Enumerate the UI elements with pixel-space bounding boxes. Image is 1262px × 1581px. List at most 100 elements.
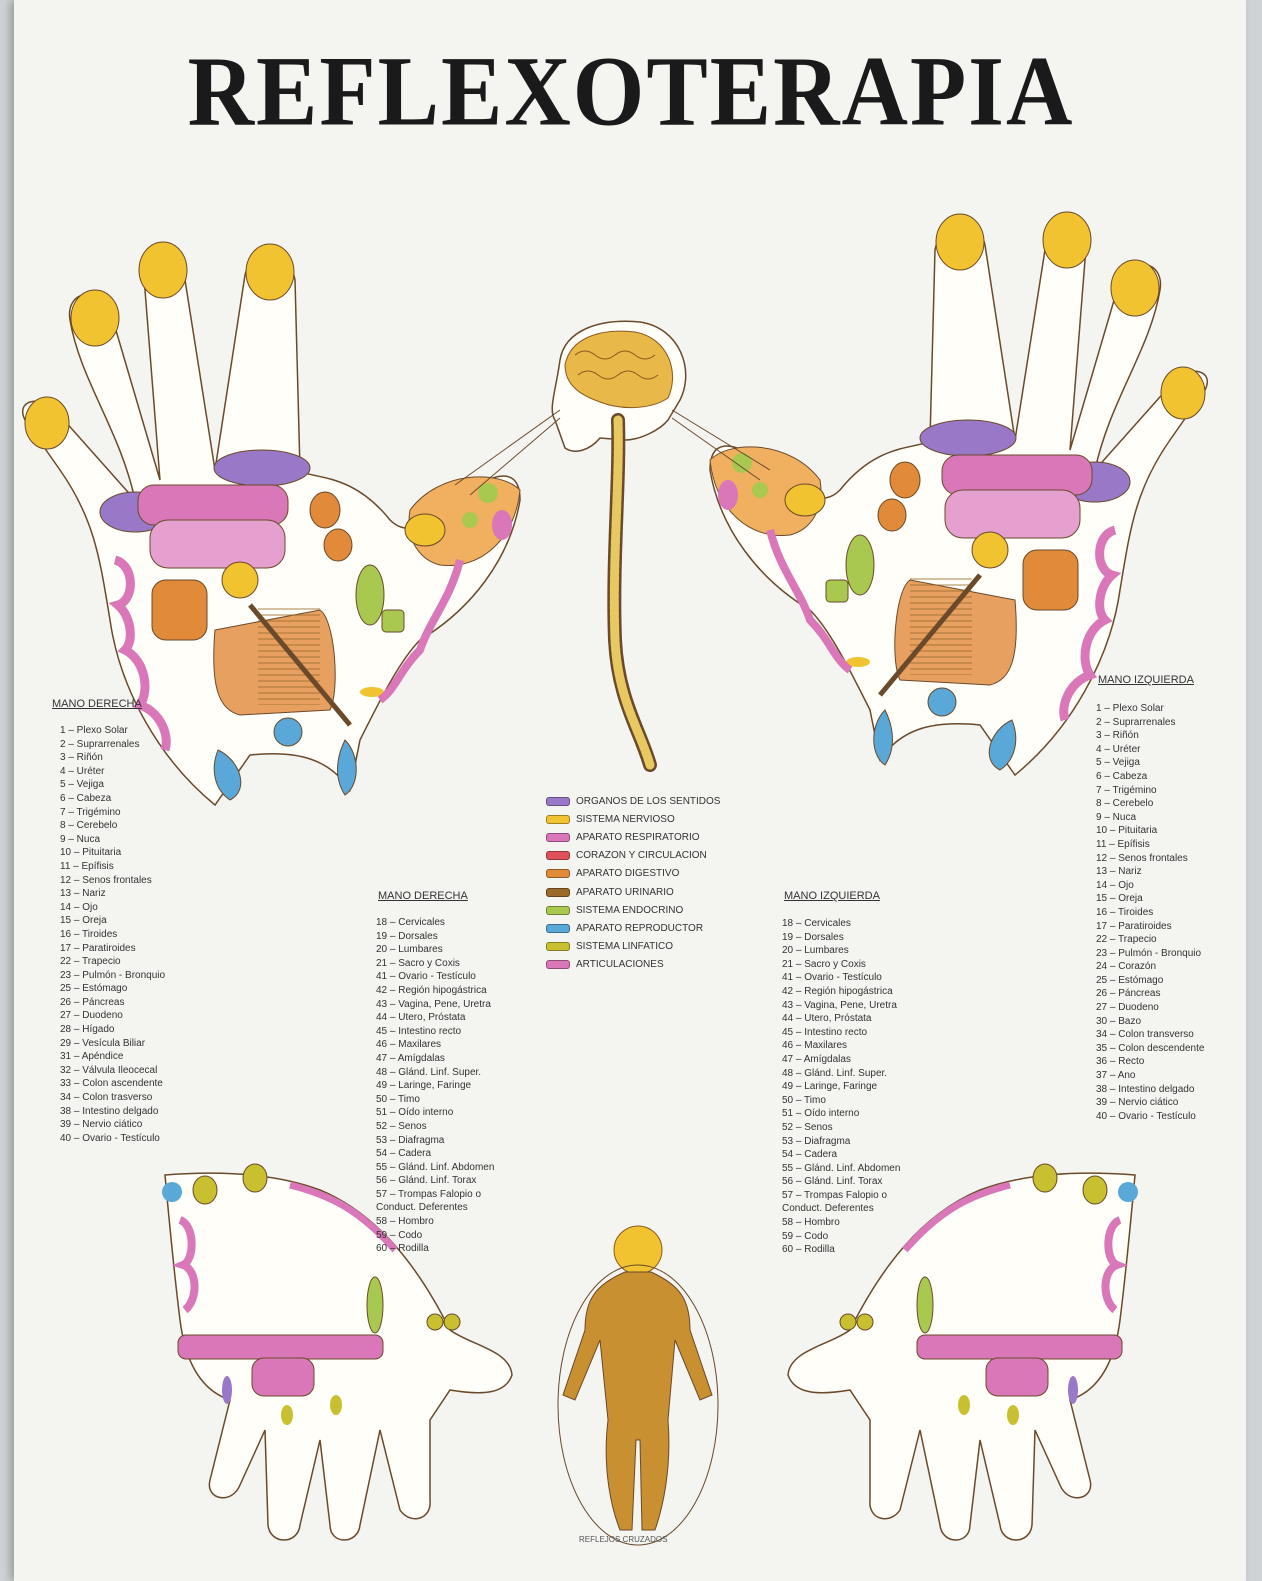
list-item: 32 – Válvula Ileocecal (60, 1064, 158, 1076)
list-item: 16 – Tiroides (60, 928, 118, 940)
list-item: 21 – Sacro y Coxis (782, 958, 866, 970)
list-item: 50 – Timo (782, 1094, 826, 1106)
list-item: 17 – Paratiroides (60, 942, 136, 954)
list-item: 45 – Intestino recto (376, 1025, 462, 1037)
legend-swatch (546, 796, 570, 806)
list-item: 41 – Ovario - Testículo (782, 972, 882, 984)
list-item: 7 – Trigémino (60, 806, 121, 818)
list-item: 23 – Pulmón - Bronquio (60, 969, 166, 981)
list-item: 59 – Codo (782, 1230, 829, 1242)
list-item: 50 – Timo (376, 1093, 420, 1105)
list-item: 11 – Epífisis (1096, 838, 1150, 850)
legend-label: SISTEMA ENDOCRINO (576, 904, 684, 916)
legend-item: APARATO REPRODUCTOR (546, 919, 720, 937)
list-item: 5 – Vejiga (60, 779, 104, 791)
poster-title: REFLEXOTERAPIA (187, 35, 1075, 147)
palm-right-heading: MANO DERECHA (52, 698, 142, 710)
list-item: 48 – Glánd. Linf. Super. (782, 1067, 888, 1079)
list-item: 57 – Trompas Falopio o (376, 1188, 482, 1200)
list-item: 13 – Nariz (60, 888, 106, 900)
list-item: 47 – Amígdalas (782, 1053, 851, 1065)
list-item: 9 – Nuca (60, 833, 101, 845)
list-item: 34 – Colon trasverso (60, 1092, 153, 1104)
legend-label: ORGANOS DE LOS SENTIDOS (576, 795, 721, 807)
list-item: 2 – Suprarrenales (60, 738, 140, 750)
list-item: 12 – Senos frontales (60, 874, 152, 886)
list-item: 36 – Recto (1096, 1056, 1145, 1068)
list-item: 54 – Cadera (782, 1149, 838, 1161)
list-item: 44 – Utero, Próstata (376, 1012, 466, 1024)
list-item: 47 – Amígdalas (376, 1052, 445, 1064)
legend-item: SISTEMA ENDOCRINO (546, 901, 720, 919)
list-item: 46 – Maxilares (782, 1040, 848, 1052)
list-item: 15 – Oreja (60, 915, 107, 927)
human-figure-illustration (557, 1225, 719, 1546)
list-item: 39 – Nervio ciático (1096, 1097, 1179, 1109)
list-item: 3 – Riñón (1096, 730, 1139, 742)
legend-swatch (546, 832, 570, 842)
legend-item: CORAZON Y CIRCULACION (546, 847, 720, 865)
list-item: Conduct. Deferentes (782, 1203, 874, 1215)
list-item: 19 – Dorsales (782, 931, 844, 943)
legend-label: APARATO REPRODUCTOR (576, 922, 704, 934)
legend-swatch (546, 942, 570, 952)
list-item: 60 – Rodilla (782, 1244, 835, 1256)
list-item: 52 – Senos (376, 1120, 427, 1132)
legend-swatch (546, 869, 570, 879)
list-item: 41 – Ovario - Testículo (376, 971, 476, 983)
list-item: 29 – Vesícula Biliar (60, 1037, 146, 1049)
list-item: 17 – Paratiroides (1096, 920, 1172, 932)
list-item: 8 – Cerebelo (60, 820, 118, 832)
list-item: 25 – Estómago (60, 983, 128, 995)
color-legend: ORGANOS DE LOS SENTIDOS SISTEMA NERVIOSO A… (546, 792, 720, 974)
legend-swatch (546, 814, 570, 824)
palm-left-heading: MANO IZQUIERDA (1098, 674, 1194, 686)
legend-label: SISTEMA LINFATICO (576, 941, 674, 953)
list-item: 60 – Rodilla (376, 1243, 429, 1255)
list-item: 18 – Cervicales (376, 917, 445, 928)
list-item: 5 – Vejiga (1096, 757, 1140, 769)
list-item: 12 – Senos frontales (1096, 852, 1188, 864)
list-item: 56 – Glánd. Linf. Torax (376, 1175, 477, 1187)
list-item: 34 – Colon transverso (1096, 1029, 1194, 1041)
left-palm-illustration (710, 212, 1207, 775)
list-item: 9 – Nuca (1096, 811, 1137, 823)
list-item: 37 – Ano (1096, 1070, 1136, 1082)
list-item: 14 – Ojo (1096, 879, 1134, 891)
list-item: 30 – Bazo (1096, 1015, 1142, 1027)
list-item: 24 – Corazón (1096, 961, 1157, 973)
list-item: 40 – Ovario - Testículo (1096, 1110, 1196, 1122)
list-item: 52 – Senos (782, 1121, 833, 1133)
list-item: 21 – Sacro y Coxis (376, 957, 460, 969)
list-item: 15 – Oreja (1096, 893, 1143, 905)
list-item: 18 – Cervicales (782, 918, 851, 929)
legend-swatch (546, 960, 570, 970)
legend-label: APARATO URINARIO (576, 886, 674, 898)
list-item: 46 – Maxilares (376, 1039, 442, 1051)
back-right-heading: MANO DERECHA (378, 890, 468, 902)
list-item: 19 – Dorsales (376, 930, 438, 942)
legend-label: CORAZON Y CIRCULACION (576, 850, 707, 862)
list-item: 4 – Uréter (60, 765, 105, 777)
legend-label: SISTEMA NERVIOSO (576, 813, 675, 825)
list-item: 11 – Epífisis (60, 860, 114, 872)
list-item: 7 – Trigémino (1096, 784, 1157, 796)
legend-item: APARATO DIGESTIVO (546, 865, 720, 883)
list-item: 33 – Colon ascendente (60, 1078, 163, 1090)
list-item: 13 – Nariz (1096, 866, 1142, 878)
legend-item: APARATO URINARIO (546, 883, 720, 901)
list-item: 31 – Apéndice (60, 1051, 124, 1063)
legend-item: SISTEMA NERVIOSO (546, 810, 720, 828)
list-item: 43 – Vagina, Pene, Uretra (376, 998, 491, 1010)
list-item: 35 – Colon descendente (1096, 1042, 1205, 1054)
list-item: 26 – Páncreas (60, 996, 125, 1008)
list-item: 16 – Tiroides (1096, 906, 1154, 918)
list-item: 6 – Cabeza (1096, 770, 1148, 782)
list-item: 1 – Plexo Solar (1096, 703, 1164, 714)
list-item: 49 – Laringe, Faringe (376, 1080, 472, 1092)
list-item: 45 – Intestino recto (782, 1026, 868, 1038)
